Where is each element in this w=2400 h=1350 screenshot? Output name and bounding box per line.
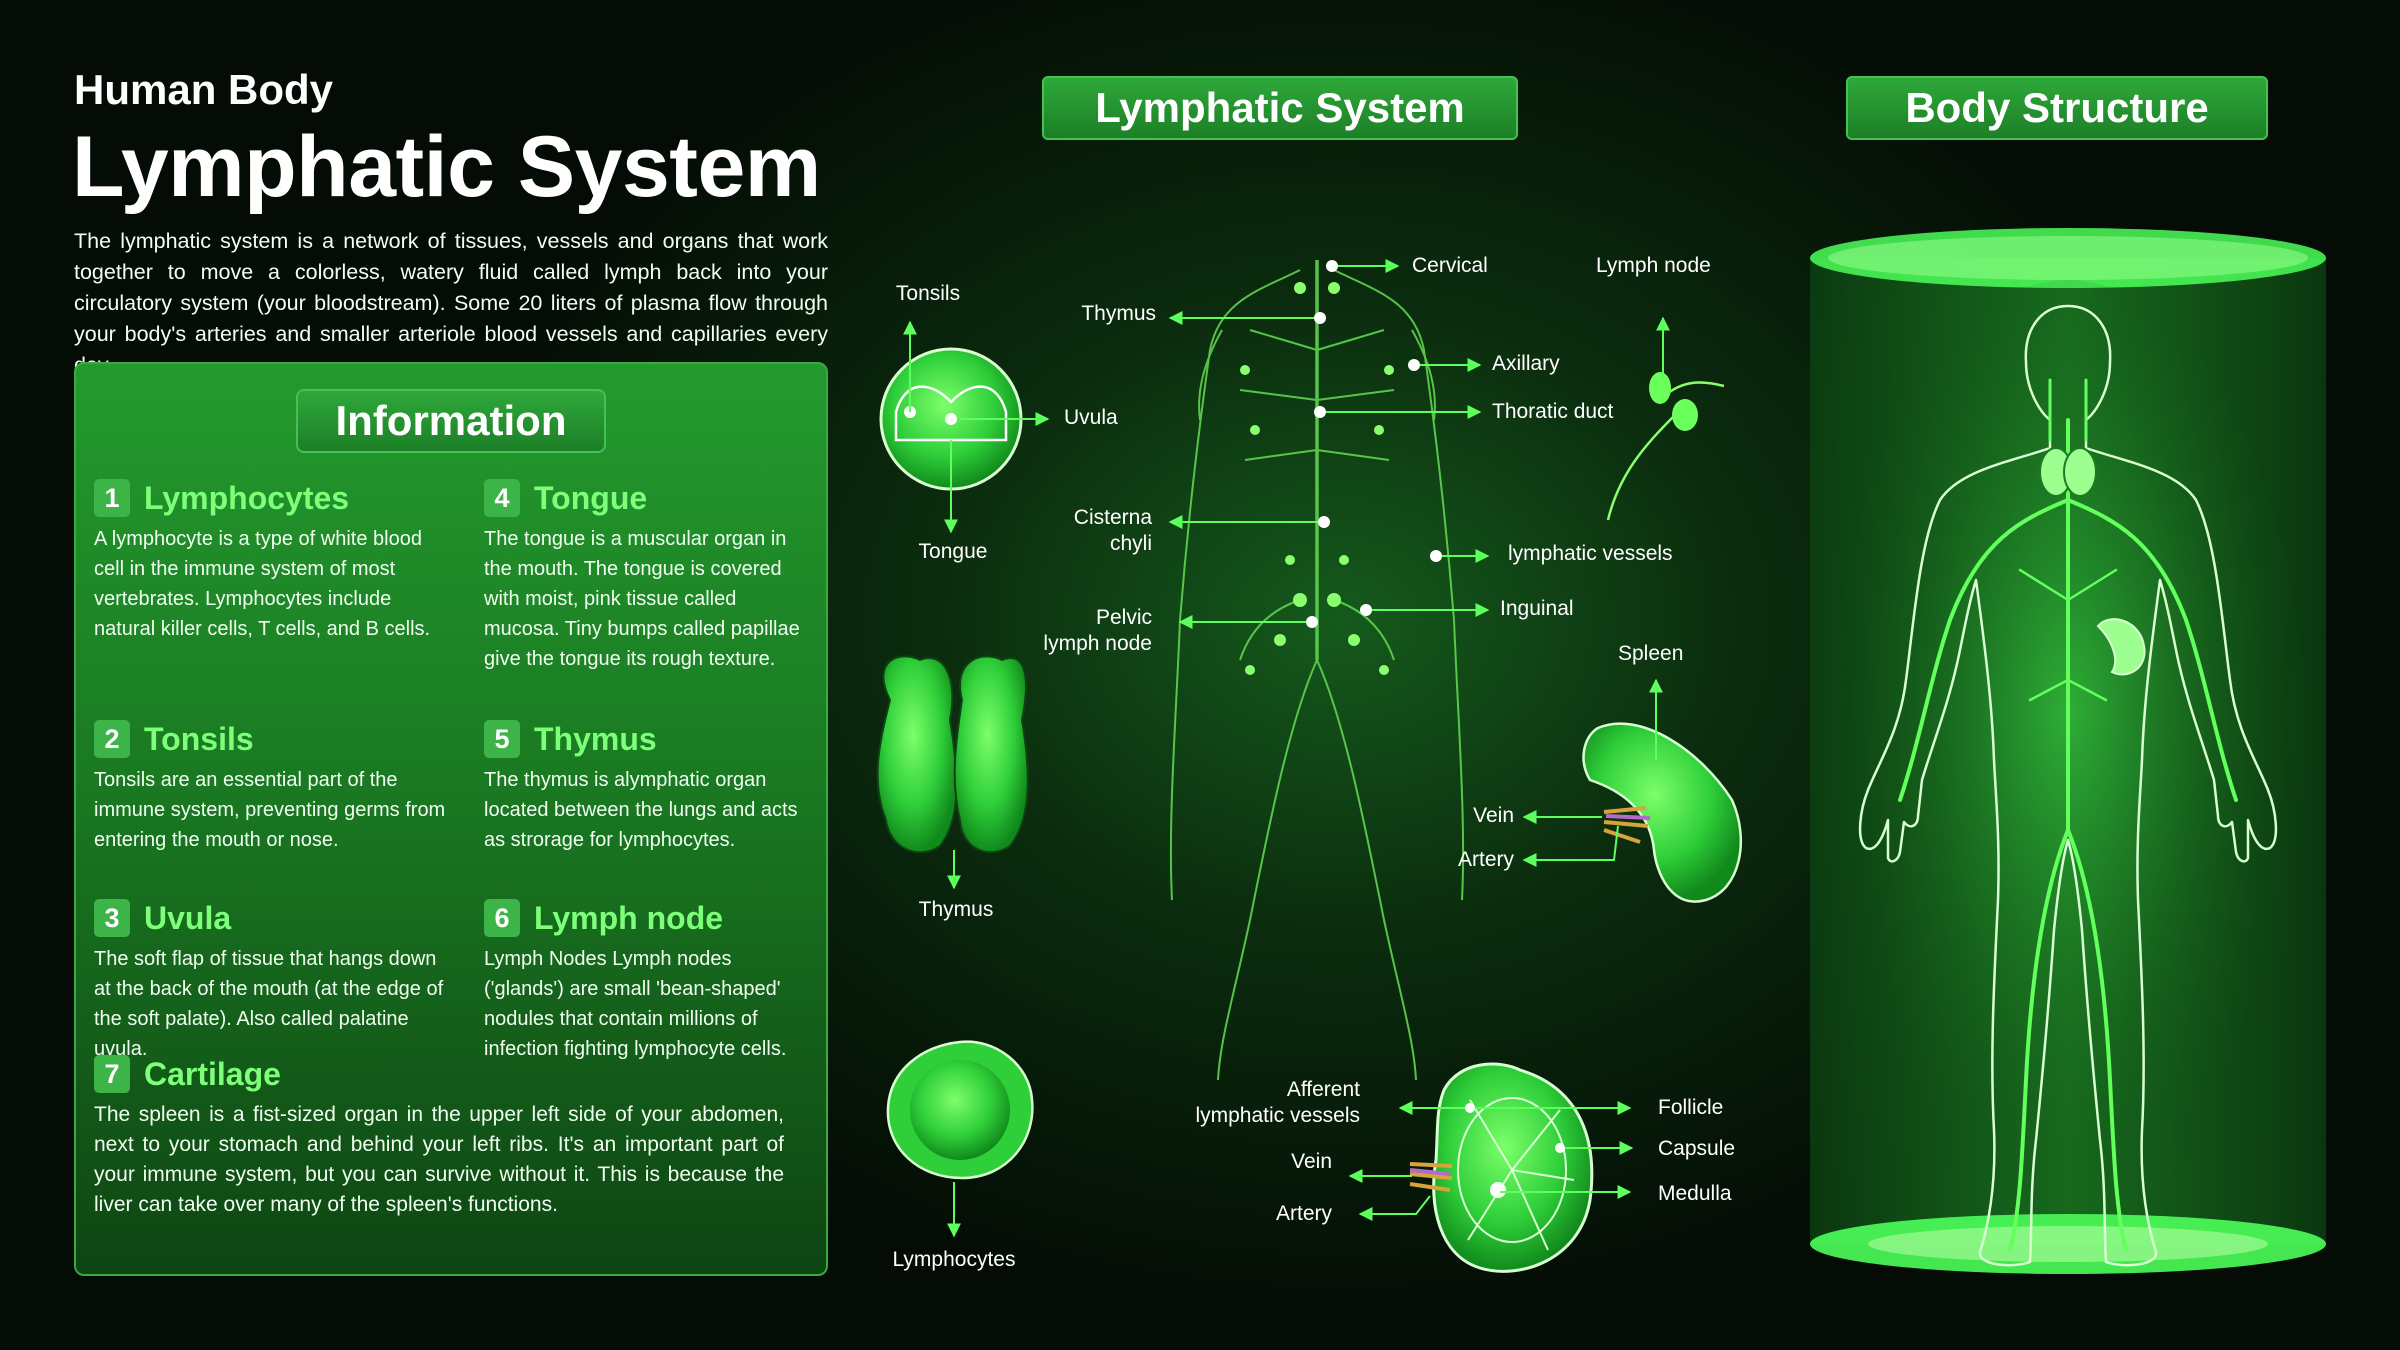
label-thoracic-duct: Thoratic duct	[1492, 400, 1614, 423]
thymus-illustration	[876, 655, 1029, 890]
item-title: Uvula	[144, 899, 232, 936]
lymph-node-dots	[1240, 282, 1394, 675]
item-text: Lymph Nodes Lymph nodes ('glands') are s…	[484, 948, 787, 1060]
supertitle: Human Body	[74, 66, 334, 113]
label-lymph-node: Lymph node	[1596, 254, 1711, 277]
label-afferent-vessels: lymphatic vessels	[1195, 1104, 1360, 1127]
tonsils-pointers	[903, 320, 1050, 534]
label-afferent: Afferent	[1286, 1078, 1360, 1101]
item-title: Tongue	[534, 479, 648, 516]
item-title: Lymphocytes	[144, 479, 350, 516]
cross-section-pointers	[1348, 1101, 1634, 1221]
item-number: 5	[484, 720, 520, 758]
item-number: 4	[484, 479, 520, 517]
information-panel	[74, 362, 828, 1276]
label-spleen-artery: Artery	[1457, 848, 1514, 871]
label-cisterna: Cisterna	[1073, 506, 1152, 529]
label-lymphatic-vessels: lymphatic vessels	[1508, 542, 1673, 565]
label-inguinal: Inguinal	[1500, 597, 1574, 620]
information-heading: Information	[296, 389, 606, 453]
label-axillary: Axillary	[1492, 352, 1560, 375]
item-number: 7	[94, 1055, 130, 1093]
item-text: The tongue is a muscular organ in the mo…	[484, 528, 800, 670]
item-text: A lymphocyte is a type of white blood ce…	[94, 528, 431, 640]
info-item-uvula: 3 Uvula The soft flap of tissue that hang…	[94, 898, 454, 1064]
info-item-cartilage: 7 Cartilage The spleen is a fist-sized or…	[94, 1054, 784, 1220]
lymph-node-illustration	[1606, 316, 1725, 521]
info-item-tonsils: 2 Tonsils Tonsils are an essential part o…	[94, 719, 454, 855]
label-chyli: chyli	[1109, 532, 1152, 555]
label-uvula: Uvula	[1064, 406, 1118, 429]
item-title: Thymus	[534, 720, 657, 757]
label-thymus-body: Thymus	[1081, 302, 1156, 325]
label-cervical: Cervical	[1412, 254, 1488, 277]
label-node-vein: Vein	[1291, 1150, 1332, 1173]
spleen-illustration	[1522, 678, 1743, 903]
info-item-tongue: 4 Tongue The tongue is a muscular organ i…	[484, 478, 814, 674]
item-number: 3	[94, 899, 130, 937]
cross-section-dots	[1465, 1103, 1565, 1153]
label-follicle: Follicle	[1658, 1096, 1724, 1119]
lymphatic-system-heading: Lymphatic System	[1042, 76, 1518, 140]
item-title: Tonsils	[144, 720, 254, 757]
item-number: 2	[94, 720, 130, 758]
lymphocyte-illustration	[886, 1040, 1034, 1238]
info-item-thymus: 5 Thymus The thymus is alymphatic organ l…	[484, 719, 814, 855]
item-text: Tonsils are an essential part of the imm…	[94, 769, 446, 851]
label-lymph-node-pelvic: lymph node	[1043, 632, 1152, 655]
item-text: The soft flap of tissue that hangs down …	[94, 948, 444, 1060]
lymphatic-body-map	[1169, 260, 1465, 1081]
label-pelvic: Pelvic	[1095, 606, 1152, 629]
item-title: Cartilage	[144, 1055, 281, 1092]
label-tonsils: Tonsils	[895, 282, 961, 305]
body-map-pointers	[1168, 259, 1490, 629]
page-title: Lymphatic System	[72, 119, 821, 215]
lymph-node-cross-section	[1409, 1062, 1594, 1273]
label-medulla: Medulla	[1658, 1182, 1732, 1205]
label-lymphocytes-organ: Lymphocytes	[892, 1248, 1016, 1271]
item-text: The thymus is alymphatic organ located b…	[484, 769, 798, 851]
body-structure-heading: Body Structure	[1846, 76, 2268, 140]
body-spleen-organ	[2096, 618, 2146, 676]
label-capsule: Capsule	[1658, 1137, 1736, 1160]
label-spleen-vein: Vein	[1473, 804, 1514, 827]
item-text: The spleen is a fist-sized organ in the …	[94, 1103, 784, 1216]
label-tongue: Tongue	[918, 540, 988, 563]
item-number: 6	[484, 899, 520, 937]
label-thymus-organ: Thymus	[918, 898, 994, 921]
label-spleen: Spleen	[1618, 642, 1684, 665]
human-body-outline	[1858, 304, 2278, 1267]
item-number: 1	[94, 479, 130, 517]
label-node-artery: Artery	[1275, 1202, 1332, 1225]
body-thymus-organ	[2039, 447, 2097, 497]
info-item-lymph-node: 6 Lymph node Lymph Nodes Lymph nodes ('gl…	[484, 898, 814, 1064]
body-map-pointer-dots	[1306, 260, 1442, 628]
item-title: Lymph node	[534, 899, 724, 936]
info-item-lymphocytes: 1 Lymphocytes A lymphocyte is a type of w…	[94, 478, 454, 644]
